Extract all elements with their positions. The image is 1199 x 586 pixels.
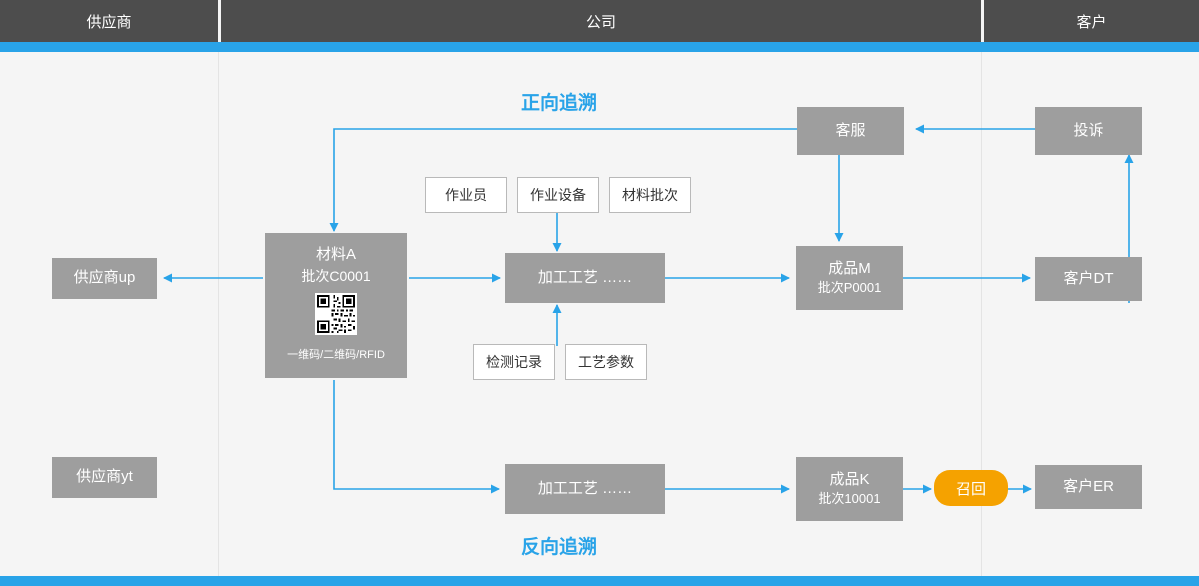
node-complaint[interactable]: 投诉 bbox=[1035, 107, 1142, 155]
reverse-trace-title: 反向追溯 bbox=[521, 537, 598, 558]
node-material-a-name: 材料A bbox=[315, 246, 356, 263]
header-supplier: 供应商 bbox=[0, 0, 218, 51]
node-customer-service[interactable]: 客服 bbox=[797, 107, 904, 155]
node-process-param-label: 工艺参数 bbox=[578, 354, 634, 370]
header-bar: 供应商 公司 客户 bbox=[0, 0, 1199, 51]
node-product-m-batch: 批次P0001 bbox=[817, 280, 882, 296]
qr-code-icon bbox=[315, 293, 357, 335]
node-customer-er-label: 客户ER bbox=[1063, 477, 1114, 495]
node-material-batch[interactable]: 材料批次 bbox=[609, 177, 691, 213]
node-product-k[interactable]: 成品K 批次10001 bbox=[796, 457, 903, 521]
node-operator-label: 作业员 bbox=[445, 187, 487, 203]
node-material-batch-label: 材料批次 bbox=[622, 187, 678, 203]
node-material-a-batch: 批次C0001 bbox=[301, 268, 371, 284]
header-customer-label: 客户 bbox=[1076, 13, 1107, 31]
node-supplier-up-label: 供应商up bbox=[73, 269, 136, 287]
header-company-label: 公司 bbox=[585, 13, 616, 31]
node-recall-label: 召回 bbox=[955, 480, 986, 498]
accent-bar-top bbox=[0, 42, 1199, 52]
node-process-top[interactable]: 加工工艺 …… bbox=[505, 253, 665, 303]
arrow-layer bbox=[163, 124, 1134, 494]
header-supplier-label: 供应商 bbox=[86, 13, 132, 31]
node-process-bottom[interactable]: 加工工艺 …… bbox=[505, 464, 665, 514]
node-inspection-record[interactable]: 检测记录 bbox=[473, 344, 555, 380]
node-supplier-up[interactable]: 供应商up bbox=[52, 258, 157, 299]
node-supplier-yt[interactable]: 供应商yt bbox=[52, 457, 157, 498]
node-customer-er[interactable]: 客户ER bbox=[1035, 465, 1142, 509]
node-product-m[interactable]: 成品M 批次P0001 bbox=[796, 246, 903, 310]
node-inspection-record-label: 检测记录 bbox=[486, 354, 542, 370]
header-company: 公司 bbox=[221, 0, 981, 51]
node-customer-dt[interactable]: 客户DT bbox=[1035, 257, 1142, 301]
node-customer-service-label: 客服 bbox=[835, 121, 866, 139]
node-product-k-batch: 批次10001 bbox=[818, 491, 881, 507]
column-separator-right bbox=[981, 52, 982, 576]
node-process-top-label: 加工工艺 …… bbox=[537, 268, 633, 286]
diagram-canvas: 正向追溯 反向追溯 供应商up 供应商yt 材料A 批次C0001 bbox=[0, 52, 1199, 576]
header-customer: 客户 bbox=[984, 0, 1199, 51]
node-complaint-label: 投诉 bbox=[1073, 121, 1104, 139]
node-supplier-yt-label: 供应商yt bbox=[76, 468, 133, 486]
node-product-k-name: 成品K bbox=[829, 471, 870, 489]
forward-trace-title: 正向追溯 bbox=[521, 93, 598, 114]
node-recall-badge[interactable]: 召回 bbox=[934, 470, 1008, 506]
node-equipment[interactable]: 作业设备 bbox=[517, 177, 599, 213]
column-separator-left bbox=[218, 52, 219, 576]
accent-bar-bottom bbox=[0, 576, 1199, 586]
node-operator[interactable]: 作业员 bbox=[425, 177, 507, 213]
node-customer-dt-label: 客户DT bbox=[1063, 269, 1114, 287]
node-product-m-name: 成品M bbox=[828, 260, 871, 278]
node-process-bottom-label: 加工工艺 …… bbox=[537, 479, 633, 497]
node-equipment-label: 作业设备 bbox=[530, 187, 586, 203]
node-material-a-code-caption: 一维码/二维码/RFID bbox=[287, 349, 385, 361]
node-material-a[interactable]: 材料A 批次C0001 bbox=[265, 233, 407, 378]
node-process-param[interactable]: 工艺参数 bbox=[565, 344, 647, 380]
